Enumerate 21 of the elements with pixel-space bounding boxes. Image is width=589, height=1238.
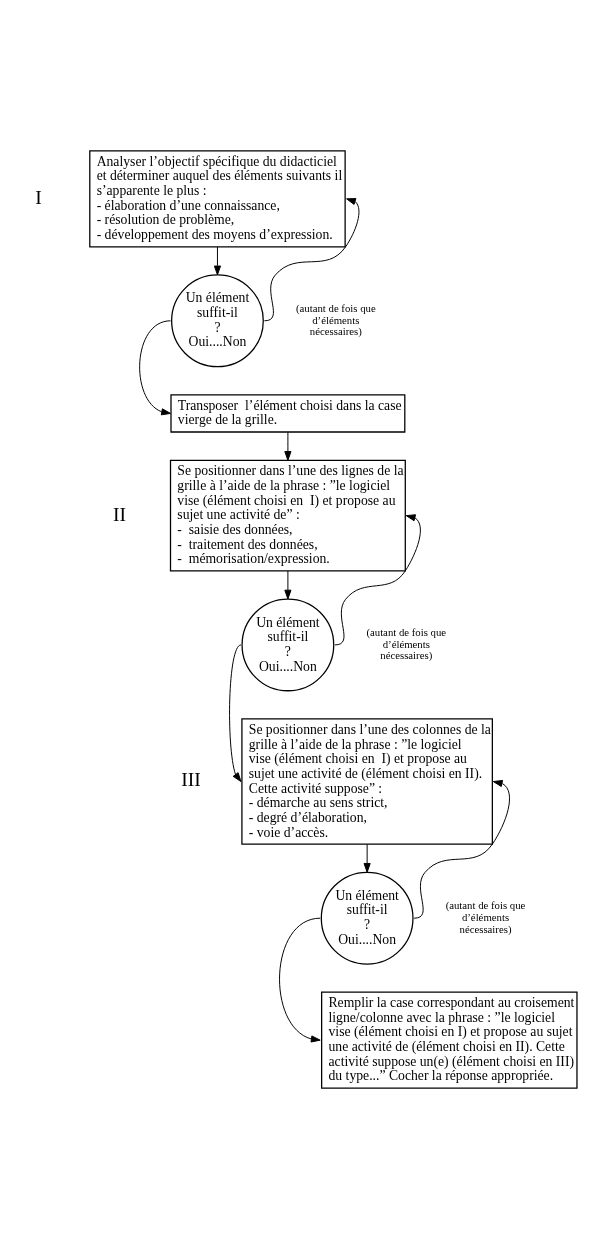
node-box: Se positionner dans l’une des lignes de la grille à l’aide de la phrase : ”le logiciel vise (élément choisi en I) et propose au sujet une activité de” : - saisie des données, - traitement des données, - mémorisation/expression. [169, 459, 406, 572]
arrow [284, 570, 292, 599]
arrow [139, 319, 171, 415]
node-box: Se positionner dans l’une des colonnes de la grille à l’aide de la phrase : ”le logiciel vise (élément choisi en I) et propose au sujet une activité de (élément choisi en II). Cette activité suppose” : - démarche au sens strict, - degré d’élaboration, - voie d’accès. [241, 717, 493, 845]
node-box: Transposer l’élément choisi dans la case vierge de la grille. [170, 393, 406, 433]
node-circle: Un élément suffit-il ? Oui....Non [171, 273, 264, 367]
arrow [284, 431, 292, 461]
node-label: III [181, 768, 201, 790]
node-label: (autant de fois que d’éléments nécessaires) [295, 301, 376, 337]
arrow [229, 643, 242, 782]
node-label: I [35, 186, 42, 208]
arrow [363, 843, 371, 873]
arrow [213, 245, 222, 275]
arrow [279, 917, 321, 1042]
node-box: Remplir la case correspondant au croisement ligne/colonne avec la phrase : ”le logiciel vise (élément choisi en I) et propose au sujet une activité de (élément choisi en II). Cette activité suppose un(e) (élément choisi en III) du type...” Cocher la réponse appropriée. [321, 991, 578, 1089]
node-label: II [113, 503, 127, 525]
node-circle: Un élément suffit-il ? Oui....Non [320, 871, 414, 965]
node-label: (autant de fois que d’éléments nécessaires) [366, 625, 447, 661]
node-box: Analyser l’objectif spécifique du didacticiel et déterminer auquel des éléments suivants il s’apparente le plus : - élaboration d’une connaissance, - résolution de problème, - développement des moyens d’expression. [89, 149, 346, 247]
node-label: (autant de fois que d’éléments nécessaires) [445, 898, 526, 935]
node-circle: Un élément suffit-il ? Oui....Non [241, 597, 335, 691]
